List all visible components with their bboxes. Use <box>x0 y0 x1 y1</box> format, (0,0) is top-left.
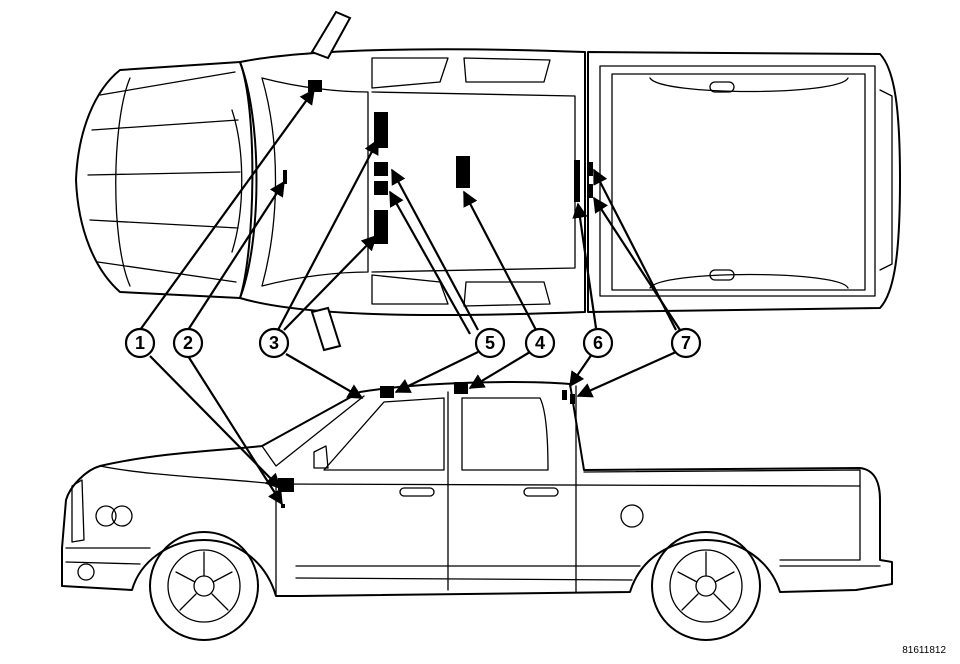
truck-top-view <box>75 10 901 352</box>
callout-5-label: 5 <box>485 333 495 353</box>
callout-6: 6 <box>582 327 614 359</box>
callout-2-label: 2 <box>183 333 193 353</box>
callout-6-label: 6 <box>593 333 603 353</box>
callout-1: 1 <box>124 327 156 359</box>
callout-4-label: 4 <box>535 333 545 353</box>
truck-side-view <box>61 381 893 641</box>
callout-7-label: 7 <box>681 333 691 353</box>
side-view-markers <box>278 382 575 508</box>
callout-5: 5 <box>474 327 506 359</box>
callout-4: 4 <box>524 327 556 359</box>
callout-7: 7 <box>670 327 702 359</box>
callout-3-label: 3 <box>269 333 279 353</box>
top-view-markers <box>283 80 593 244</box>
callout-3: 3 <box>258 327 290 359</box>
callout-2: 2 <box>172 327 204 359</box>
figure-code: 81611812 <box>902 645 946 656</box>
leader-lines <box>139 88 681 506</box>
callout-1-label: 1 <box>135 333 145 353</box>
